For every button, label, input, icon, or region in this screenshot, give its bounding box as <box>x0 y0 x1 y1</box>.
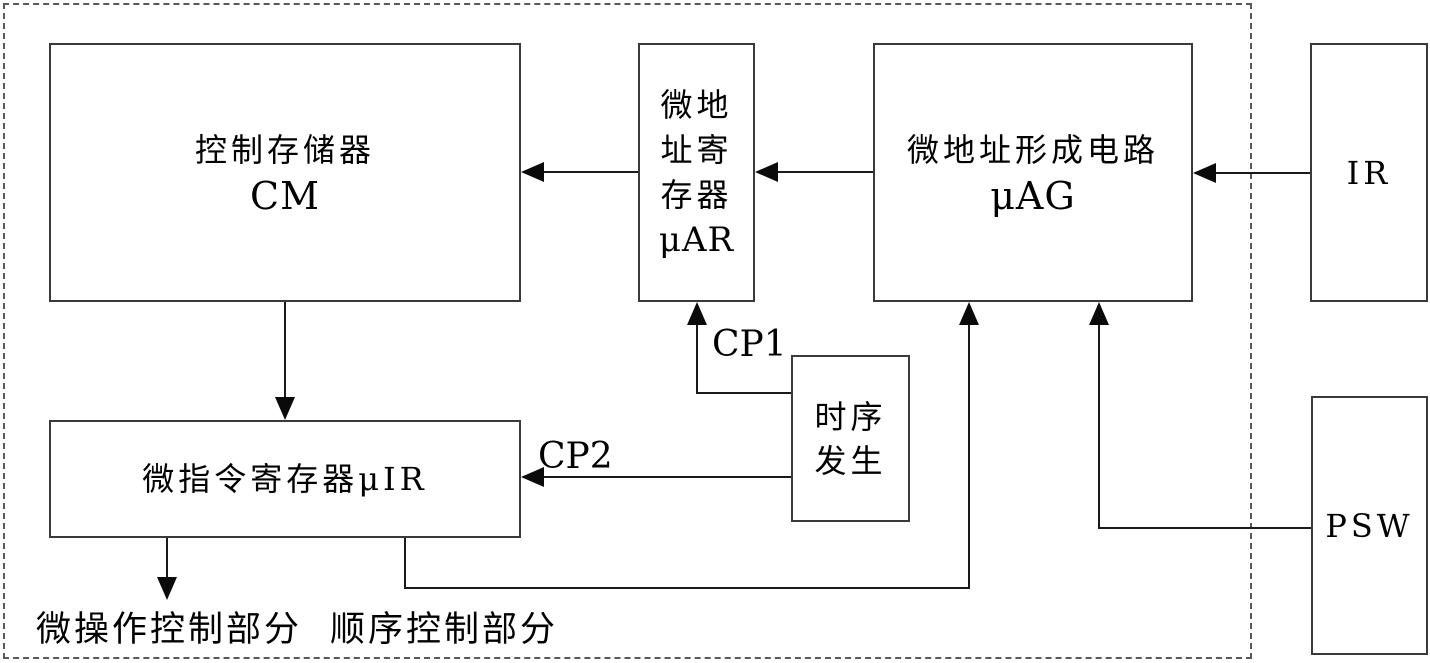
uar-box: 微地 址寄 存器 μAR <box>638 43 755 302</box>
arrow-uar-to-cm <box>521 162 638 182</box>
caption-sequence-control-part: 顺序控制部分 <box>330 610 559 650</box>
timing-box-label-line2: 发生 <box>814 441 887 480</box>
uar-box-label-line3: 存器 <box>660 175 733 214</box>
arrowhead-down-icon <box>275 397 295 420</box>
arrow-cm-to-uir <box>275 302 295 420</box>
uir-box: 微指令寄存器μIR <box>49 420 521 538</box>
uir-box-label: 微指令寄存器μIR <box>142 460 428 498</box>
arrow-uir-to-micro-operation-output <box>157 538 177 600</box>
psw-box-label: PSW <box>1325 506 1414 545</box>
ir-box: IR <box>1310 43 1428 302</box>
arrowhead-up-icon <box>1089 302 1109 325</box>
uar-box-label-line1: 微地 <box>660 85 733 124</box>
arrowhead-up-icon <box>959 302 979 325</box>
psw-box: PSW <box>1311 396 1428 655</box>
uag-box: 微地址形成电路 μAG <box>873 43 1193 302</box>
cm-box-abbr: CM <box>250 173 320 218</box>
arrow-cp2-timing-to-uir <box>521 467 791 487</box>
cm-box: 控制存储器 CM <box>49 43 521 302</box>
uag-box-label: 微地址形成电路 <box>906 130 1159 169</box>
bottom-caption: 微操作控制部分顺序控制部分 <box>36 601 558 652</box>
uag-box-abbr: μAG <box>990 173 1076 218</box>
arrow-uir-feedback-to-uag <box>404 302 979 589</box>
arrowhead-up-icon <box>687 302 707 325</box>
arrowhead-down-icon <box>157 577 177 600</box>
arrowhead-left-icon <box>521 162 544 182</box>
cm-box-label: 控制存储器 <box>194 130 375 169</box>
arrow-uag-to-uar <box>755 162 873 182</box>
timing-box-label-line1: 时序 <box>814 397 887 436</box>
control-unit-dashed-boundary <box>3 3 1252 659</box>
uar-box-abbr: μAR <box>658 219 735 260</box>
arrowhead-left-icon <box>1193 163 1216 183</box>
uar-box-label-line2: 址寄 <box>660 130 733 169</box>
timing-generator-box: 时序 发生 <box>791 355 910 522</box>
arrowhead-left-icon <box>755 162 778 182</box>
arrow-cp1-timing-to-uar <box>687 302 791 394</box>
ir-box-label: IR <box>1346 153 1392 192</box>
arrow-ir-to-uag <box>1193 163 1310 183</box>
arrow-psw-to-uag <box>1089 302 1311 529</box>
cp1-label: CP1 <box>712 324 787 365</box>
caption-micro-operation-part: 微操作控制部分 <box>36 610 303 650</box>
arrowhead-left-icon <box>521 467 544 487</box>
cp2-label: CP2 <box>538 436 613 477</box>
